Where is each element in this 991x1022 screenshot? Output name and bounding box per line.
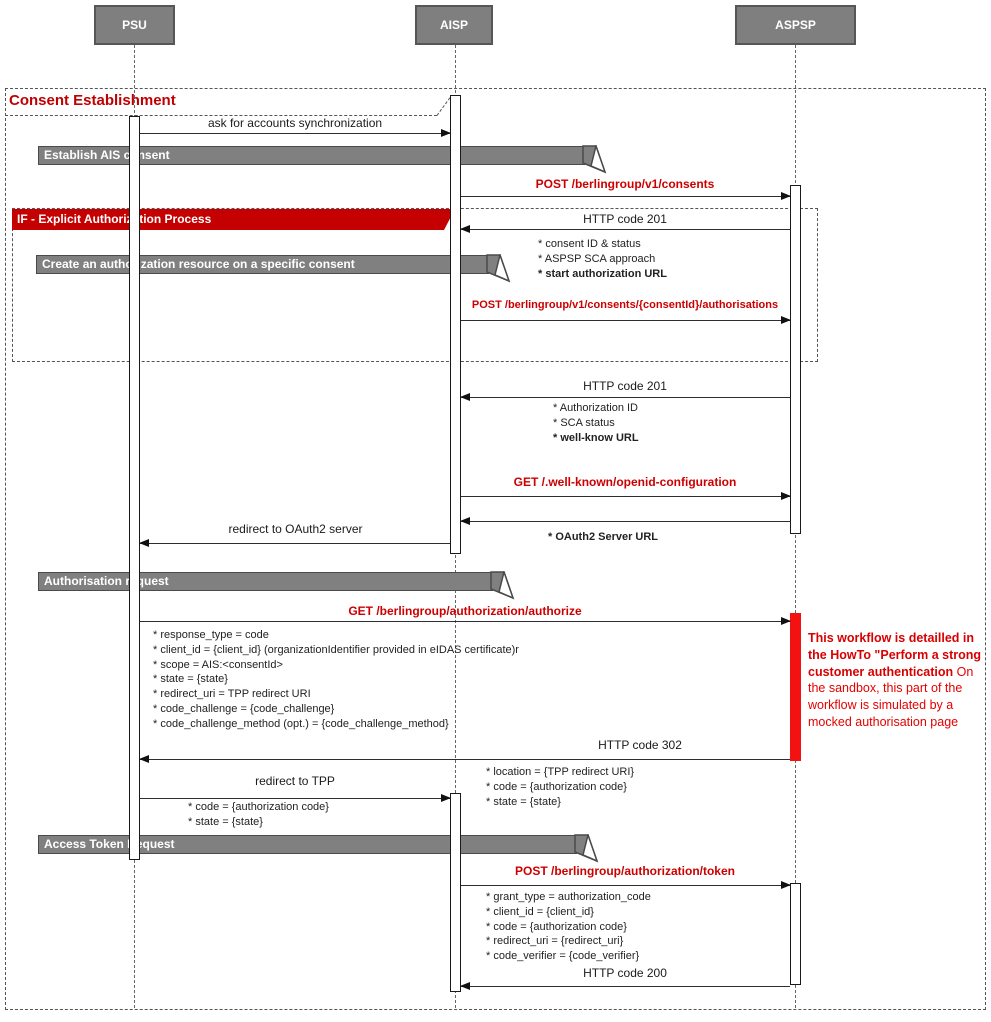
- list-item: * location = {TPP redirect URI}: [486, 766, 635, 778]
- if-fragment-banner: IF - Explicit Authorization Process: [12, 209, 455, 230]
- arrow-redirect-tpp: [140, 793, 451, 802]
- aisp-activation-bar-2: [450, 793, 461, 992]
- msg-post-consents: POST /berlingroup/v1/consents: [535, 177, 715, 191]
- psu-activation-bar: [129, 116, 140, 860]
- side-note-normal-text: On the sandbox, this part of the workflo…: [808, 664, 974, 729]
- banner-fold-icon: [486, 254, 511, 283]
- list-item: * Authorization ID: [553, 402, 638, 414]
- arrow-post-token: [461, 880, 791, 889]
- list-item: * redirect_uri = TPP redirect URI: [153, 688, 311, 701]
- arrow-oauth2-server-url: [460, 516, 790, 525]
- banner-fold-icon: [490, 571, 515, 600]
- response-302-list: * location = {TPP redirect URI} * code =…: [486, 765, 634, 809]
- msg-post-token: POST /berlingroup/authorization/token: [514, 864, 735, 878]
- msg-redirect-oauth2: redirect to OAuth2 server: [228, 522, 363, 536]
- frame-title-divider: [5, 115, 437, 116]
- note-banner-access-token-request: Access Token Request: [38, 834, 599, 863]
- list-item: * start authorization URL: [538, 267, 667, 280]
- msg-http302: HTTP code 302: [598, 738, 682, 752]
- list-item: * code = {authorization code}: [188, 801, 329, 813]
- msg-get-wellknown: GET /.well-known/openid-configuration: [513, 475, 737, 489]
- list-item: * state = {state}: [486, 795, 561, 808]
- list-item: * client_id = {client_id}: [486, 905, 594, 918]
- list-item: * code_challenge = {code_challenge}: [153, 702, 335, 715]
- aisp-activation-bar-1: [450, 95, 461, 554]
- banner-fold-icon: [574, 834, 599, 863]
- note-banner-create-authorization: Create an authorization resource on a sp…: [36, 254, 511, 283]
- list-item: * response_type = code: [153, 629, 269, 641]
- aspsp-activation-bar-2: [790, 883, 801, 985]
- arrow-http201-b: [460, 392, 790, 401]
- response-oauth2-url: * OAuth2 Server URL: [548, 531, 659, 543]
- frame-title: Consent Establishment: [9, 92, 176, 109]
- arrow-redirect-oauth2: [139, 538, 450, 547]
- token-params-list: * grant_type = authorization_code * clie…: [486, 890, 651, 964]
- list-item: * code = {authorization code}: [486, 920, 627, 933]
- banner-fold-icon: [582, 145, 607, 174]
- msg-http200: HTTP code 200: [583, 966, 667, 980]
- side-note-mocked-workflow: This workflow is detailled in the HowTo …: [808, 630, 991, 731]
- actor-box-psu: PSU: [94, 5, 175, 45]
- arrow-http201-a: [460, 224, 790, 233]
- msg-post-authorisations: POST /berlingroup/v1/consents/{consentId…: [471, 299, 779, 311]
- list-item: * redirect_uri = {redirect_uri}: [486, 935, 624, 948]
- list-item: * well-know URL: [553, 431, 639, 444]
- arrow-http200: [460, 981, 790, 990]
- if-fragment-frame: [12, 208, 818, 362]
- note-banner-label: Create an authorization resource on a sp…: [42, 257, 355, 271]
- arrow-ask-sync: [140, 128, 451, 137]
- arrow-post-authorisations: [461, 315, 791, 324]
- list-item: * code_verifier = {code_verifier}: [486, 950, 640, 963]
- response-201a-list: * consent ID & status * ASPSP SCA approa…: [538, 237, 667, 281]
- arrow-get-wellknown: [461, 491, 791, 500]
- list-item: * grant_type = authorization_code: [486, 891, 651, 903]
- actor-box-aspsp: ASPSP: [735, 5, 856, 45]
- list-item: * code_challenge_method (opt.) = {code_c…: [153, 717, 449, 730]
- aspsp-activation-bar-1: [790, 185, 801, 534]
- msg-ask-sync: ask for accounts synchronization: [207, 116, 383, 130]
- note-banner-establish-consent: Establish AIS consent: [38, 145, 607, 174]
- list-item: * state = {state}: [188, 815, 263, 828]
- arrow-http302: [139, 754, 790, 763]
- note-banner-label: Access Token Request: [44, 837, 175, 851]
- msg-redirect-tpp: redirect to TPP: [255, 774, 335, 788]
- consent-establishment-frame: [5, 88, 986, 1010]
- authorize-params-list: * response_type = code * client_id = {cl…: [153, 628, 519, 732]
- list-item: * scope = AIS:<consentId>: [153, 658, 283, 671]
- note-banner-label: Establish AIS consent: [44, 148, 170, 162]
- list-item: * SCA status: [553, 416, 615, 429]
- redirect-tpp-params-list: * code = {authorization code} * state = …: [188, 800, 329, 830]
- aspsp-activation-bar-mocked-red: [790, 613, 801, 761]
- msg-http201-a: HTTP code 201: [583, 212, 667, 226]
- arrow-post-consents: [461, 191, 791, 200]
- response-201b-list: * Authorization ID * SCA status * well-k…: [553, 401, 639, 445]
- actor-box-aisp: AISP: [415, 5, 493, 45]
- note-banner-authorisation-request: Authorisation request: [38, 571, 515, 600]
- list-item: * state = {state}: [153, 673, 228, 686]
- side-note-bold-text: This workflow is detailled in the HowTo …: [808, 631, 982, 679]
- arrow-get-authorize: [140, 616, 791, 625]
- msg-get-authorize: GET /berlingroup/authorization/authorize: [348, 604, 582, 618]
- list-item: * consent ID & status: [538, 238, 641, 250]
- note-banner-label: Authorisation request: [44, 574, 169, 588]
- list-item: * code = {authorization code}: [486, 780, 627, 793]
- list-item: * ASPSP SCA approach: [538, 252, 656, 265]
- list-item: * client_id = {client_id} (organizationI…: [153, 643, 519, 656]
- msg-http201-b: HTTP code 201: [583, 379, 667, 393]
